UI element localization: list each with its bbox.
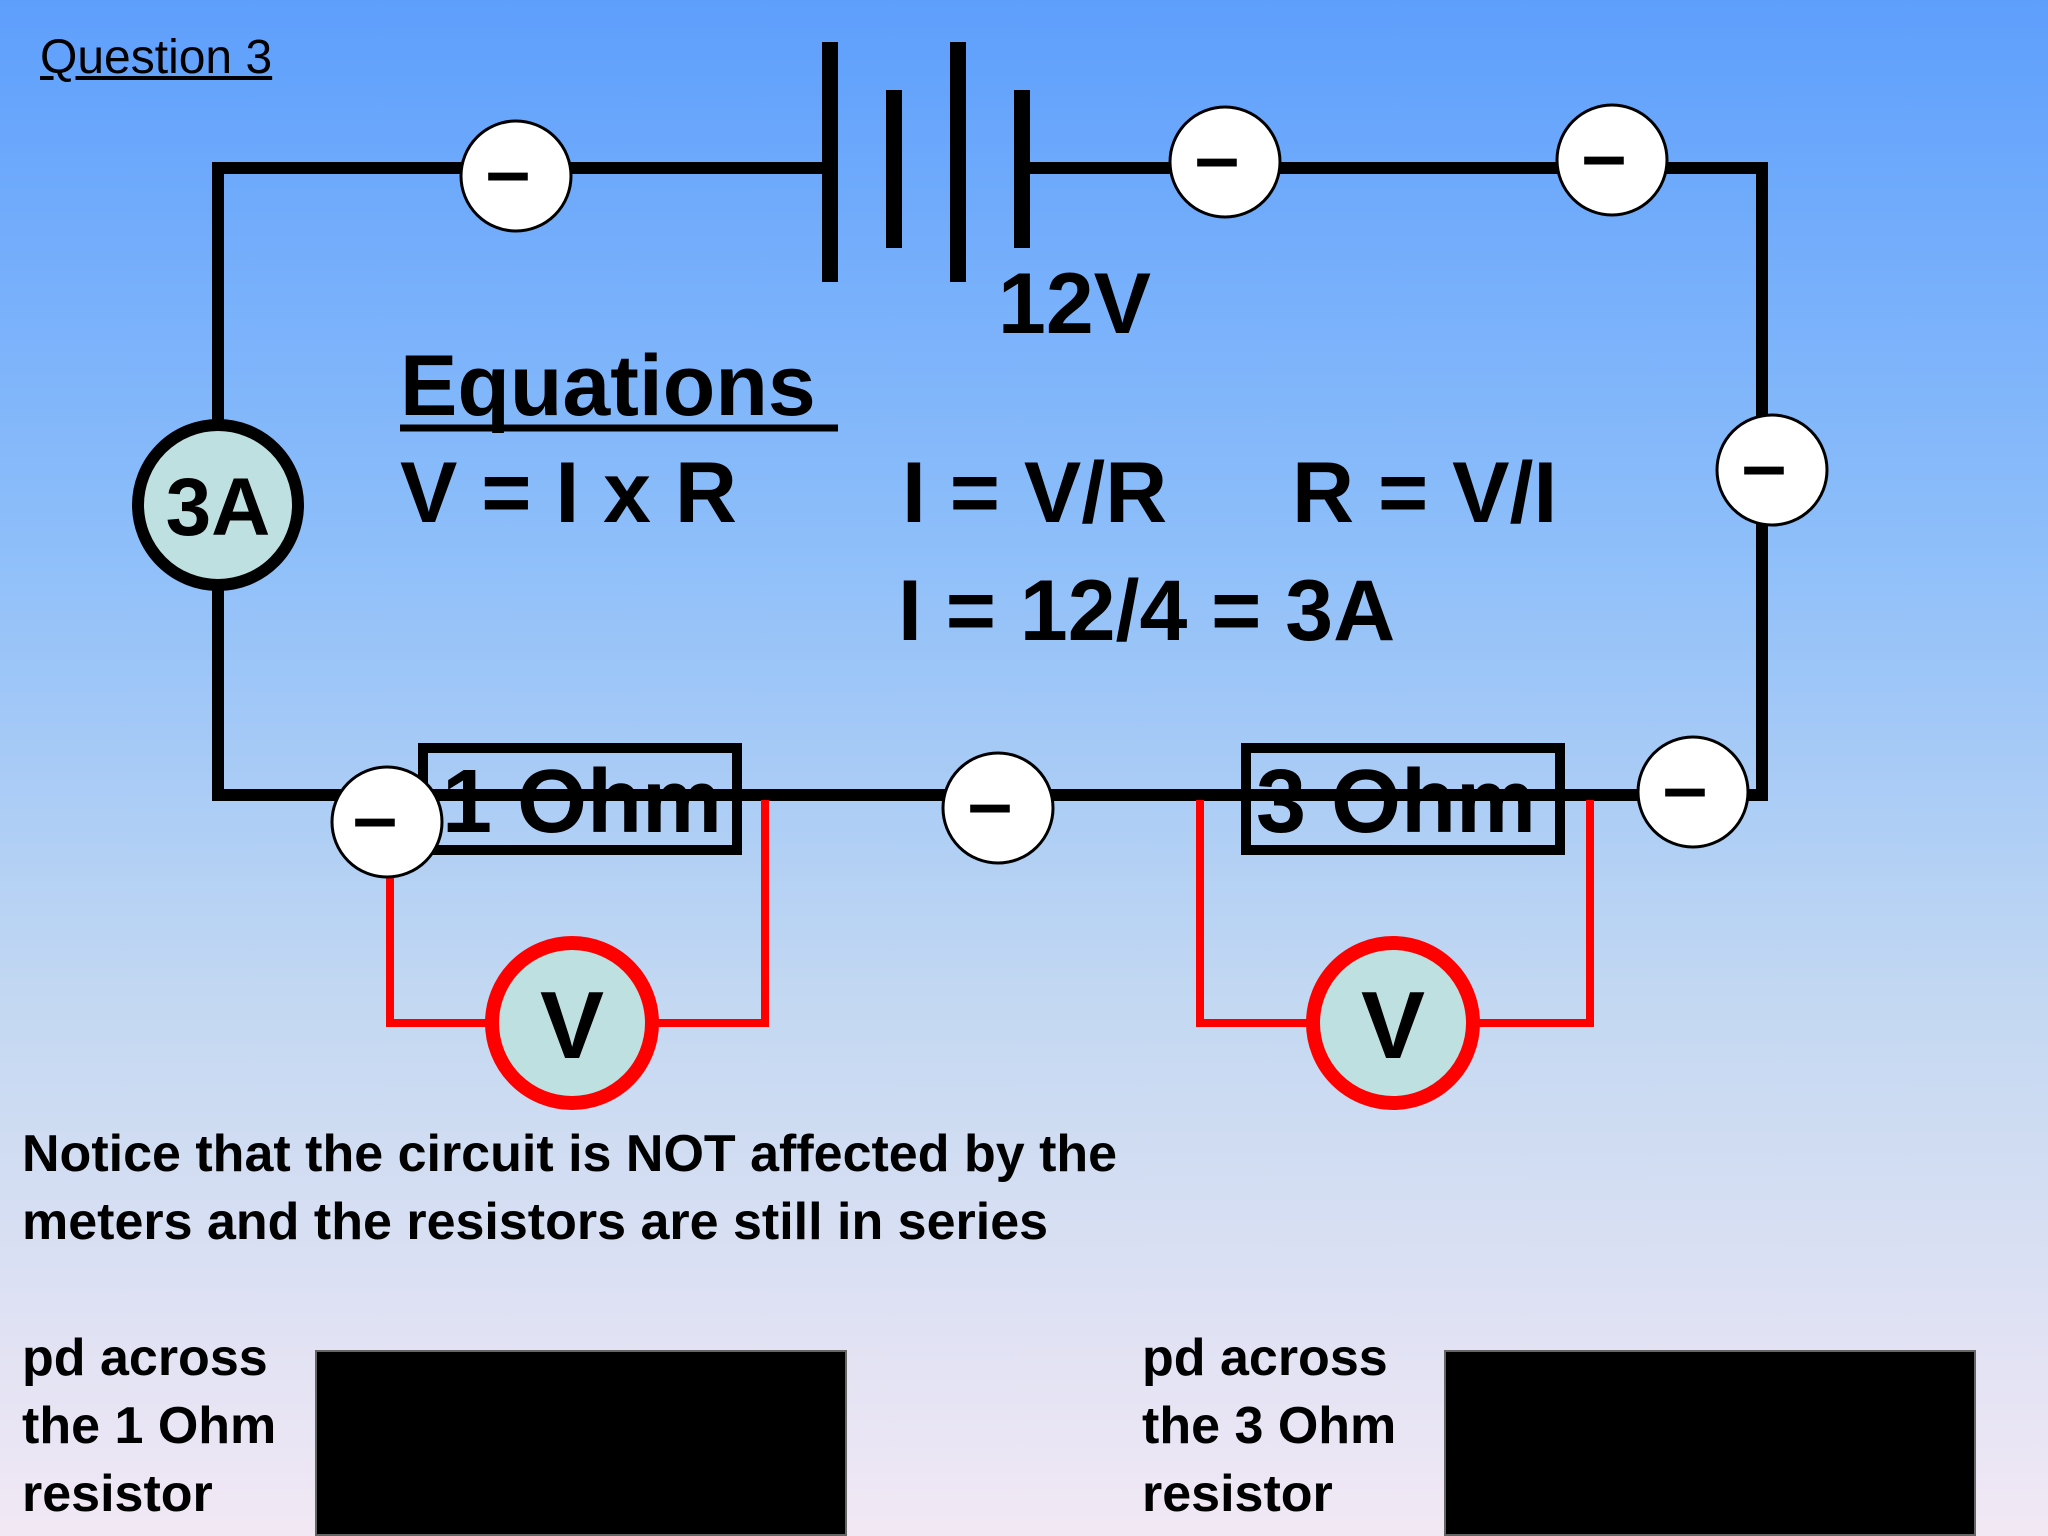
answer-box-3-ohm[interactable] xyxy=(1444,1350,1976,1536)
electron-6: – xyxy=(941,751,1055,865)
pd-label-line: resistor xyxy=(22,1465,213,1523)
equation-i-equals-v-over-r: I = V/R xyxy=(902,445,1167,541)
voltmeter-1-label: V xyxy=(540,972,604,1079)
battery-voltage-label: 12V xyxy=(998,256,1151,352)
electron-sign: – xyxy=(1663,742,1708,831)
electron-sign: – xyxy=(353,772,398,861)
electron-circle xyxy=(1636,735,1750,849)
notice-text: Notice that the circuit is NOT affected … xyxy=(22,1120,1322,1256)
electron-circle xyxy=(1715,413,1829,527)
resistor-2-label: 3 Ohm xyxy=(1256,752,1536,852)
electron-circle xyxy=(459,119,573,233)
ammeter-label: 3A xyxy=(166,462,271,553)
voltmeter-1 xyxy=(485,936,659,1110)
pd-label-3-ohm: pd across the 3 Ohm resistor xyxy=(1142,1324,1442,1528)
resistor-1-label: 1 Ohm xyxy=(442,752,722,852)
answer-box-1-ohm[interactable] xyxy=(315,1350,847,1536)
battery-plate-long-2 xyxy=(950,42,966,282)
equation-calculation: I = 12/4 = 3A xyxy=(898,563,1395,659)
equations-heading: Equations xyxy=(400,338,816,434)
electron-circle xyxy=(1168,105,1282,219)
electron-sign: – xyxy=(968,758,1013,847)
electron-2: – xyxy=(1168,105,1282,219)
pd-label-1-ohm: pd across the 1 Ohm resistor xyxy=(22,1324,322,1528)
pd-label-line: the 1 Ohm xyxy=(22,1397,277,1455)
electron-1: – xyxy=(459,119,573,233)
equation-v-equals-ir: V = I x R xyxy=(400,445,737,541)
electron-circle xyxy=(330,765,444,879)
electron-7: – xyxy=(330,765,444,879)
electron-sign: – xyxy=(486,126,531,215)
question-title: Question 3 xyxy=(40,31,273,84)
battery xyxy=(822,42,1030,282)
pd-label-line: the 3 Ohm xyxy=(1142,1397,1397,1455)
electron-5: – xyxy=(1636,735,1750,849)
battery-plate-short-2 xyxy=(1014,90,1030,248)
electron-circle xyxy=(941,751,1055,865)
electron-circle xyxy=(1555,103,1669,217)
voltmeter-2-label: V xyxy=(1361,972,1425,1079)
electron-3: – xyxy=(1555,103,1669,217)
electron-4: – xyxy=(1715,413,1829,527)
electron-sign: – xyxy=(1195,112,1240,201)
notice-line-1: Notice that the circuit is NOT affected … xyxy=(22,1125,1118,1183)
resistor-3-ohm xyxy=(1241,743,1565,855)
pd-label-line: pd across xyxy=(22,1329,268,1387)
pd-label-line: resistor xyxy=(1142,1465,1333,1523)
electron-sign: – xyxy=(1582,110,1627,199)
battery-plate-long-1 xyxy=(822,42,838,282)
pd-label-line: pd across xyxy=(1142,1329,1388,1387)
equation-r-equals-v-over-i: R = V/I xyxy=(1292,445,1557,541)
voltmeter-2 xyxy=(1306,936,1480,1110)
electron-sign: – xyxy=(1742,420,1787,509)
battery-plate-short-1 xyxy=(886,90,902,248)
ammeter xyxy=(132,419,304,591)
notice-line-2: meters and the resistors are still in se… xyxy=(22,1193,1049,1251)
